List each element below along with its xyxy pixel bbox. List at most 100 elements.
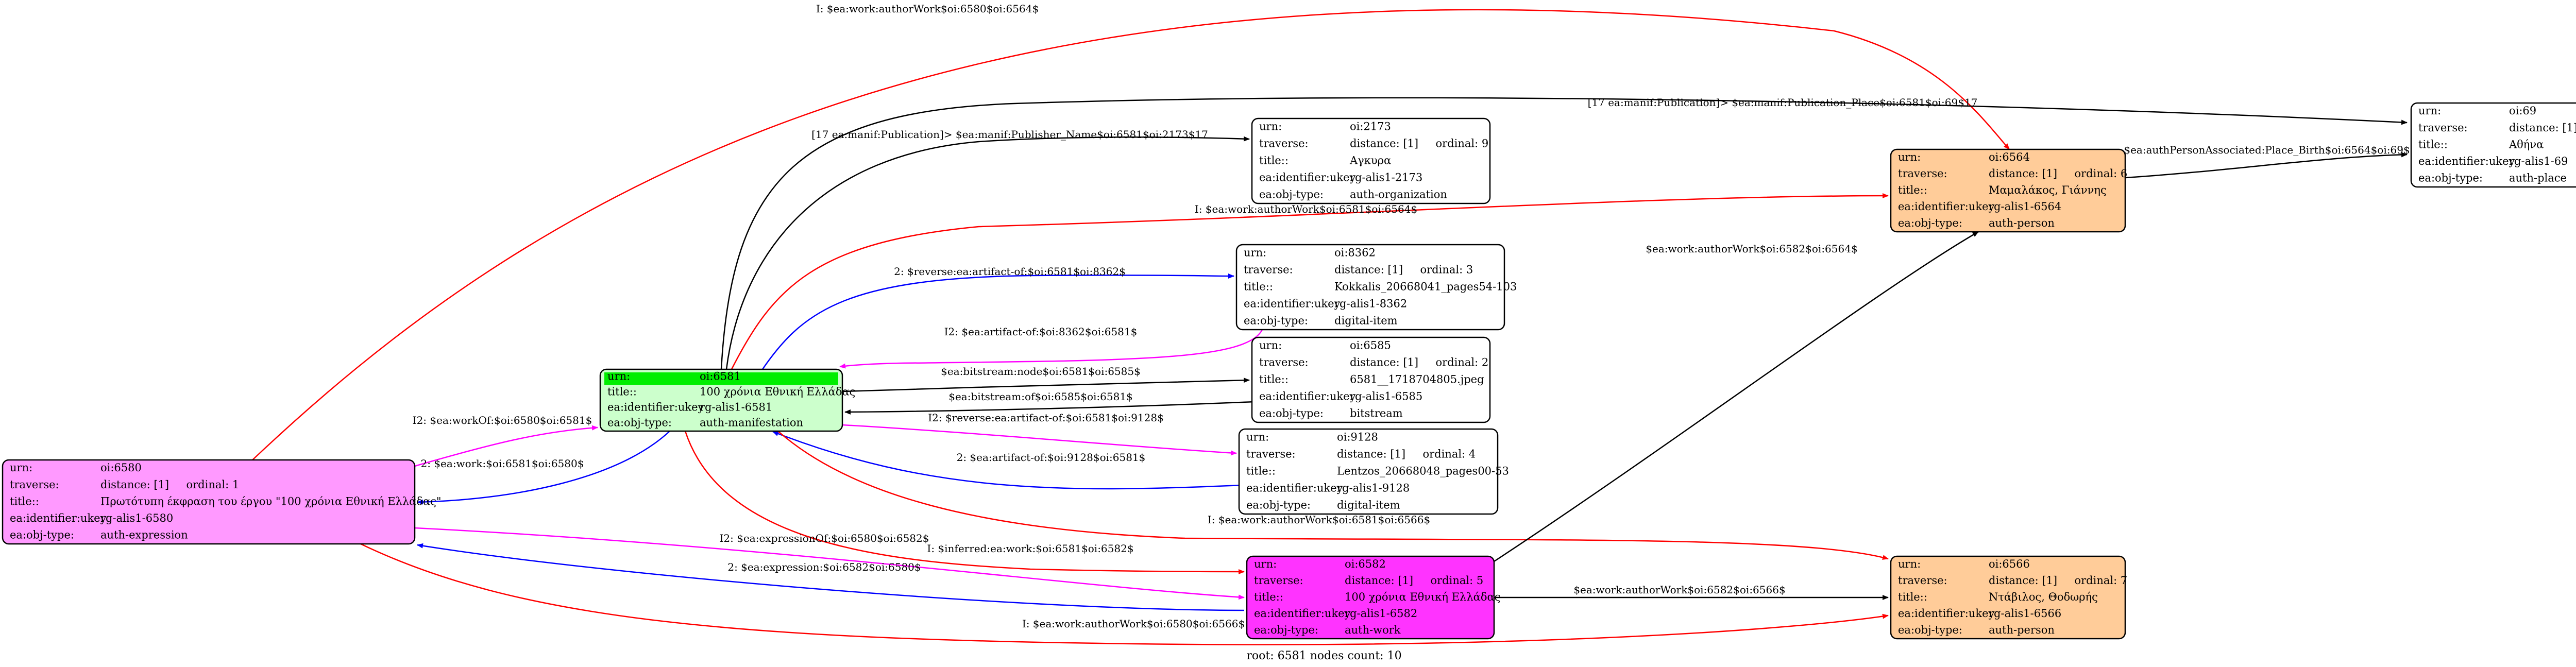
node-field-value: oi:69 — [2509, 105, 2536, 117]
node-field-value: rg-alis1-8362 — [1334, 297, 1407, 310]
edge-line — [842, 424, 1237, 456]
node-field-key: traverse: — [1259, 356, 1309, 368]
edge-label: $ea:work:authorWork$oi:6582$oi:6564$ — [1646, 243, 1857, 255]
node-field-key: title:: — [1254, 591, 1283, 603]
graph-caption: root: 6581 nodes count: 10 — [1246, 649, 1401, 662]
node-box — [2410, 102, 2576, 188]
node-field-value: auth-manifestation — [700, 416, 803, 429]
node-field-key: title:: — [1259, 154, 1289, 166]
node-field-key: ea:identifier:ukey — [1259, 171, 1356, 183]
node-field-key: traverse: — [1246, 448, 1296, 460]
node-field-value: auth-work — [1345, 624, 1401, 636]
node-header-highlight — [604, 372, 838, 385]
node-box — [2, 459, 416, 545]
edge-line — [839, 329, 1263, 369]
node-field-value: Αγκυρα — [1349, 154, 1391, 166]
node-field-key: traverse: — [1898, 167, 1947, 180]
edge-label: $ea:authPersonAssociated:Place_Birth$oi:… — [2124, 144, 2410, 156]
node-field-key: urn: — [1898, 151, 1921, 163]
edge-label: $ea:work:authorWork$oi:6582$oi:6566$ — [1573, 584, 1785, 596]
node-field-key: title:: — [1898, 591, 1927, 603]
edge-label: I: $ea:work:authorWork$oi:6580$oi:6564$ — [816, 3, 1039, 15]
node-field-value: auth-person — [1989, 217, 2055, 229]
node-field-value: oi:9128 — [1337, 431, 1378, 443]
node-field-key: ea:identifier:ukey — [1246, 482, 1343, 494]
node-box — [1235, 244, 1505, 331]
node-field-key: ea:obj-type: — [1259, 407, 1324, 419]
node-field-key: urn: — [1898, 558, 1921, 570]
edge-line — [684, 431, 1245, 574]
edge-label: 2: $ea:artifact-of:$oi:9128$oi:6581$ — [957, 451, 1146, 464]
node-field-value: auth-person — [1989, 624, 2055, 636]
node-field-key: ea:identifier:ukey — [1259, 390, 1356, 402]
node-field-value: 100 χρόνια Εθνική Ελλάδας — [700, 385, 855, 398]
edge-label: 2: $reverse:ea:artifact-of:$oi:6581$oi:8… — [894, 265, 1126, 278]
node-field-key: ea:obj-type: — [1259, 188, 1324, 200]
node-field-key: ea:identifier:ukey — [1898, 607, 1995, 620]
edge-line — [725, 136, 1250, 370]
node-box — [1246, 555, 1495, 640]
node-field-value: distance: [1] ordinal: 9 — [1350, 137, 1488, 149]
edge-line — [844, 401, 1255, 415]
node-field-key: ea:identifier:ukey — [607, 401, 704, 413]
node-box — [1251, 336, 1491, 423]
node-field-key: urn: — [1254, 558, 1277, 570]
node-field-value: rg-alis1-2173 — [1350, 171, 1422, 183]
node-box — [1251, 117, 1491, 204]
edge-line — [414, 425, 598, 467]
node-field-value: digital-item — [1334, 314, 1398, 327]
node-field-key: title:: — [10, 495, 39, 507]
node-field-value: distance: [1] ordinal: 1 — [100, 478, 239, 491]
node-field-key: urn: — [1259, 120, 1282, 132]
node-field-value: oi:6582 — [1345, 558, 1386, 570]
edge-line — [731, 193, 1889, 370]
node-field-value: oi:6564 — [1989, 151, 2030, 163]
node-field-key: title:: — [2418, 138, 2448, 150]
node-field-key: ea:obj-type: — [1246, 499, 1311, 511]
edge-line — [417, 543, 1245, 611]
edge-line — [1494, 231, 1979, 562]
node-field-value: digital-item — [1337, 499, 1400, 511]
edge-line — [772, 431, 1242, 490]
edge-label: I2: $ea:artifact-of:$oi:8362$oi:6581$ — [944, 326, 1138, 338]
node-field-value: oi:6566 — [1989, 558, 2030, 570]
graph-node-6582[interactable]: urn: oi:6582 traverse: distance: [1] ordina… — [1246, 555, 1500, 640]
node-field-key: title:: — [1244, 280, 1273, 293]
edge-line — [777, 431, 1889, 560]
node-field-key: ea:obj-type: — [10, 529, 74, 541]
node-field-value: Πρωτότυπη έκφραση του έργου "100 χρόνια … — [100, 495, 442, 507]
node-field-value: oi:2173 — [1350, 120, 1391, 132]
node-field-value: auth-organization — [1350, 188, 1447, 200]
node-field-key: ea:identifier:ukey — [1254, 607, 1351, 620]
edge-line — [842, 378, 1250, 392]
node-field-key: ea:identifier:ukey — [1244, 297, 1341, 310]
edge-label: I: $ea:work:authorWork$oi:6581$oi:6566$ — [1208, 514, 1430, 526]
node-field-value: rg-alis1-6585 — [1350, 390, 1422, 402]
node-field-key: ea:identifier:ukey — [2418, 155, 2515, 167]
edge-line — [252, 9, 2010, 460]
node-field-value: distance: [1] ordinal: 5 — [1345, 574, 1483, 587]
node-field-value: bitstream — [1350, 407, 1403, 419]
node-field-key: ea:identifier:ukey — [1898, 200, 1995, 213]
node-field-value: Kokkalis_20668041_pages54-103 — [1334, 280, 1517, 293]
node-field-value: 6581__1718704805.jpeg — [1350, 373, 1484, 385]
node-field-key: ea:identifier:ukey — [10, 512, 107, 524]
node-field-key: urn: — [2418, 105, 2441, 117]
node-field-key: traverse: — [2418, 122, 2468, 134]
node-field-value: 100 χρόνια Εθνική Ελλάδας — [1345, 591, 1500, 603]
node-field-key: title:: — [1259, 373, 1289, 385]
node-field-key: title:: — [1246, 465, 1276, 477]
node-field-value: rg-alis1-6581 — [700, 401, 772, 413]
node-field-key: traverse: — [1254, 574, 1303, 587]
